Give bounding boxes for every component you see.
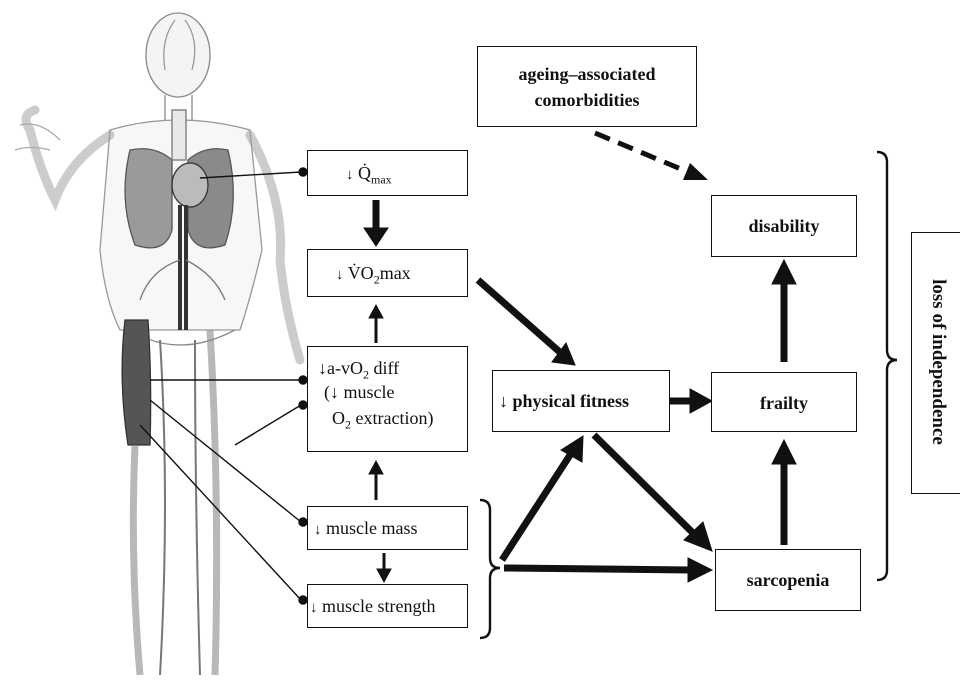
avo2-line3: O2 extraction) bbox=[332, 407, 433, 436]
disability-label: disability bbox=[748, 216, 820, 236]
frailty-box: frailty bbox=[711, 372, 857, 432]
vo2max-box: ↓ V̇O2max bbox=[307, 249, 468, 297]
causal-arrows bbox=[475, 258, 797, 583]
vo2-prefix: V̇O bbox=[347, 263, 374, 283]
muscle-strength-box: ↓ muscle strength bbox=[307, 584, 468, 628]
physical-fitness-label: ↓ physical fitness bbox=[499, 390, 629, 412]
muscle-mass-label: ↓ muscle mass bbox=[314, 517, 418, 541]
avo2-o-text: O bbox=[332, 408, 345, 428]
avo2-paren: ( bbox=[324, 382, 330, 402]
disability-box: disability bbox=[711, 195, 857, 257]
decrease-arrow-icon: ↓ bbox=[310, 600, 318, 616]
avo2-text-b: diff bbox=[368, 358, 400, 378]
comorbidities-line1: ageing–associated bbox=[518, 64, 656, 84]
loss-of-independence-label: loss of independence bbox=[928, 279, 949, 445]
decrease-arrow-icon: ↓ bbox=[346, 167, 354, 183]
avo2-text-a: a-vO bbox=[327, 358, 363, 378]
muscle-mass-box: ↓ muscle mass bbox=[307, 506, 468, 550]
qmax-symbol: Q̇ bbox=[358, 163, 371, 183]
vo2-subscript: 2 bbox=[373, 272, 380, 287]
sarcopenia-box: sarcopenia bbox=[715, 549, 861, 611]
avo2-muscle-text: muscle bbox=[339, 382, 395, 402]
muscle-mass-text: muscle mass bbox=[326, 518, 418, 538]
decrease-arrow-icon: ↓ bbox=[314, 522, 322, 538]
illustration-connectors bbox=[139, 167, 308, 605]
comorbidities-dashed-arrow bbox=[594, 130, 708, 180]
avo2-subscript: 2 bbox=[362, 367, 369, 382]
avo2-extraction-text: extraction) bbox=[351, 408, 434, 428]
avo2-line2: (↓ muscle bbox=[324, 381, 395, 403]
loss-of-independence-box: loss of independence bbox=[911, 232, 960, 494]
qmax-label: ↓ Q̇max bbox=[346, 162, 392, 191]
muscle-strength-label: ↓ muscle strength bbox=[310, 595, 435, 619]
decrease-arrow-icon: ↓ bbox=[499, 391, 508, 411]
physical-fitness-text: physical fitness bbox=[512, 391, 630, 411]
avo2-line1: ↓a-vO2 diff bbox=[318, 357, 399, 386]
sarcopenia-label: sarcopenia bbox=[746, 570, 830, 590]
independence-bracket bbox=[876, 150, 898, 582]
vo2-suffix: max bbox=[379, 263, 411, 283]
human-circulatory-illustration bbox=[14, 12, 305, 676]
frailty-label: frailty bbox=[760, 393, 808, 413]
decrease-arrow-icon: ↓ bbox=[318, 358, 327, 378]
avo2-o2-subscript: 2 bbox=[345, 417, 351, 432]
qmax-box: ↓ Q̇max bbox=[307, 150, 468, 196]
comorbidities-box: ageing–associated comorbidities bbox=[477, 46, 697, 127]
decrease-arrow-icon: ↓ bbox=[336, 267, 344, 283]
muscle-bracket bbox=[479, 498, 501, 640]
comorbidities-line2: comorbidities bbox=[534, 90, 640, 110]
muscle-strength-text: muscle strength bbox=[322, 596, 436, 616]
physical-fitness-box: ↓ physical fitness bbox=[492, 370, 670, 432]
decrease-arrow-icon: ↓ bbox=[330, 382, 339, 402]
vo2max-label: ↓ V̇O2max bbox=[336, 262, 411, 291]
qmax-subscript: max bbox=[371, 172, 392, 187]
left-column-arrows bbox=[363, 200, 392, 584]
avo2-diff-box: ↓a-vO2 diff (↓ muscle O2 extraction) bbox=[307, 346, 468, 452]
